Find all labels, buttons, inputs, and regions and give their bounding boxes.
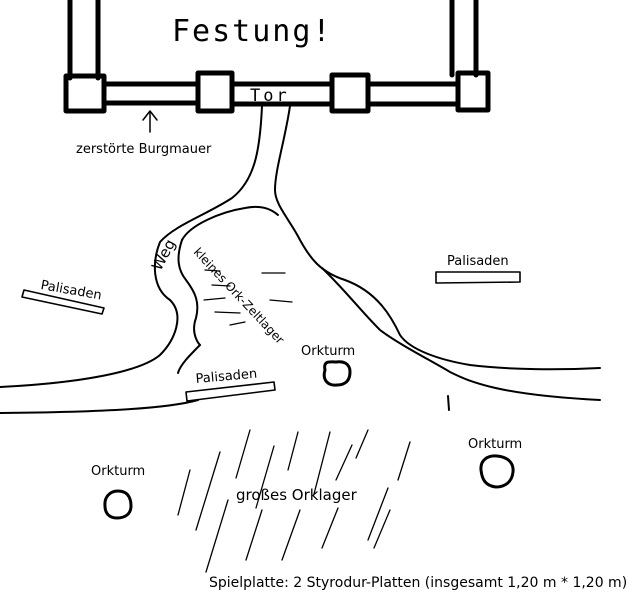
map-footer: Spielplatte: 2 Styrodur-Platten (insgesa… [209,575,627,591]
orc-tower [322,360,352,387]
wall-tower [195,70,235,114]
large-camp-label: großes Orklager [236,486,357,504]
path [0,105,601,414]
wall-tower [63,73,107,114]
map-title: Festung! [172,14,333,49]
wall-arrow [142,110,158,133]
palisade [185,381,276,402]
orc-tower [479,454,515,489]
tower-label: Orkturm [91,464,146,479]
large-orc-camp [177,429,411,573]
orc-tower [103,489,133,520]
destroyed-castle-wall [101,81,461,107]
palisade [435,271,521,284]
fortress [63,0,491,114]
wall-tower [455,70,491,113]
palisade-label: Palisaden [447,254,509,269]
tower-label: Orkturm [468,437,523,452]
wall-label: zerstörte Burgmauer [76,142,212,157]
map-canvas [0,0,601,573]
wall-tower [329,72,371,114]
palisade [21,289,105,315]
gate-label: Tor [250,86,290,106]
tower-label: Orkturm [301,344,356,359]
small-orc-camp [203,269,293,326]
